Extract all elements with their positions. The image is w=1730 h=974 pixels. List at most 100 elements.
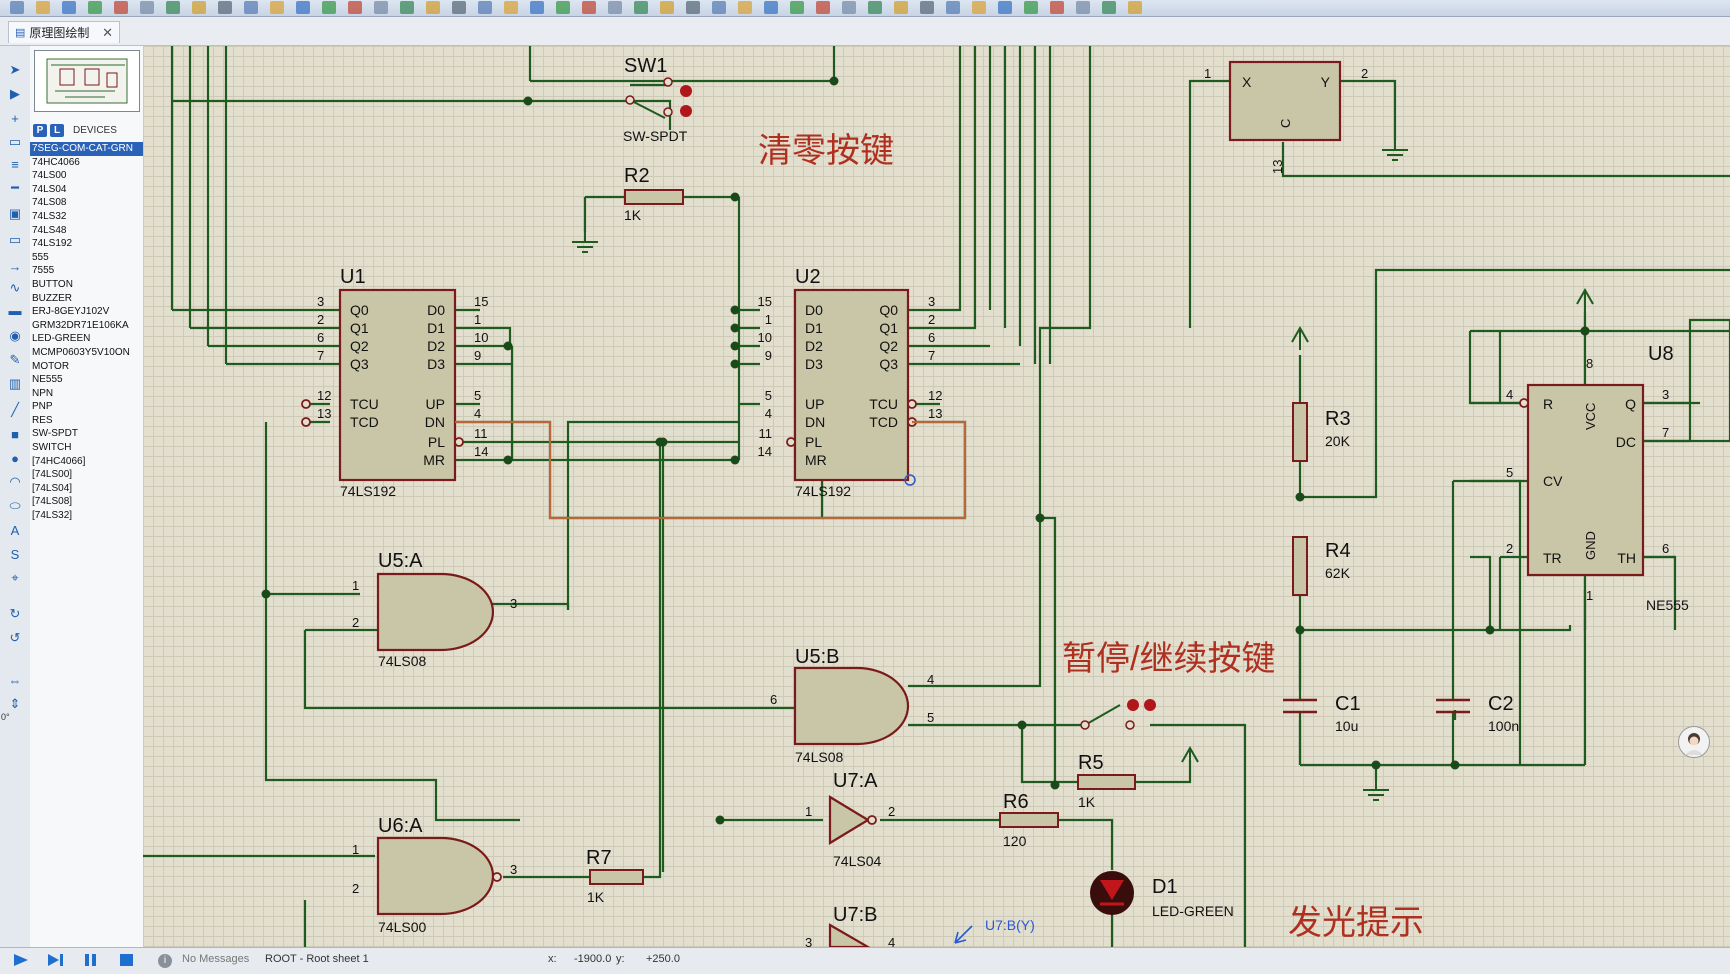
- device-list-item[interactable]: 555: [32, 251, 49, 263]
- toolbar-icon[interactable]: [660, 1, 674, 14]
- marker-icon[interactable]: ⌖: [11, 570, 19, 585]
- toolbar-icon[interactable]: [452, 1, 466, 14]
- toolbar-icon[interactable]: [1076, 1, 1090, 14]
- generator-icon[interactable]: ◉: [9, 328, 21, 343]
- toolbar-icon[interactable]: [868, 1, 882, 14]
- toolbar-icon[interactable]: [504, 1, 518, 14]
- toolbar-icon[interactable]: [790, 1, 804, 14]
- device-list-item[interactable]: BUTTON: [32, 278, 73, 290]
- pick-devices-button[interactable]: P: [33, 123, 47, 137]
- circle-icon[interactable]: ●: [11, 450, 19, 466]
- close-icon[interactable]: ✕: [102, 24, 113, 40]
- toolbar-icon[interactable]: [894, 1, 908, 14]
- toolbar-icon[interactable]: [244, 1, 258, 14]
- graph-icon[interactable]: ∿: [9, 280, 21, 295]
- device-list-item[interactable]: [74LS32]: [32, 510, 73, 522]
- step-icon[interactable]: [46, 952, 64, 968]
- toolbar-icon[interactable]: [322, 1, 336, 14]
- device-list-item[interactable]: [74HC4066]: [32, 455, 86, 467]
- terminal-icon[interactable]: ▭: [8, 232, 22, 247]
- device-list-item[interactable]: 74LS48: [32, 224, 67, 236]
- toolbar-icon[interactable]: [218, 1, 232, 14]
- device-list-item[interactable]: MCMP0603Y5V10ON: [32, 346, 130, 358]
- device-list-item[interactable]: ERJ-8GEYJ102V: [32, 306, 110, 318]
- toolbar-icon[interactable]: [972, 1, 986, 14]
- avatar[interactable]: [1678, 726, 1710, 758]
- junction-icon[interactable]: +: [11, 110, 19, 126]
- text-icon[interactable]: A: [10, 522, 20, 538]
- toolbar-icon[interactable]: [842, 1, 856, 14]
- device-list-item[interactable]: 74HC4066: [32, 156, 80, 168]
- library-manager-button[interactable]: L: [50, 123, 64, 137]
- play-icon[interactable]: [12, 952, 30, 968]
- device-list-item[interactable]: RES: [32, 414, 53, 426]
- device-list-item[interactable]: 74LS04: [32, 183, 67, 195]
- device-list-item[interactable]: 74LS08: [32, 197, 67, 209]
- toolbar-icon[interactable]: [1024, 1, 1038, 14]
- device-list-item[interactable]: 7555: [32, 265, 55, 277]
- box-icon[interactable]: ■: [11, 426, 19, 442]
- toolbar-icon[interactable]: [166, 1, 180, 14]
- toolbar-icon[interactable]: [1102, 1, 1116, 14]
- device-list-item[interactable]: PNP: [32, 401, 53, 413]
- overview-window[interactable]: [34, 50, 140, 112]
- device-list-item[interactable]: 74LS192: [32, 238, 73, 250]
- select-arrow-icon[interactable]: ➤: [9, 62, 21, 77]
- toolbar-icon[interactable]: [296, 1, 310, 14]
- bus-icon[interactable]: ━: [11, 180, 19, 195]
- virtual-instrument-icon[interactable]: ▥: [8, 376, 22, 391]
- device-list-item[interactable]: NE555: [32, 374, 63, 386]
- toolbar-icon[interactable]: [114, 1, 128, 14]
- toolbar-icon[interactable]: [608, 1, 622, 14]
- toolbar-icon[interactable]: [634, 1, 648, 14]
- toolbar-icon[interactable]: [686, 1, 700, 14]
- toolbar-icon[interactable]: [816, 1, 830, 14]
- toolbar-icon[interactable]: [764, 1, 778, 14]
- rotate-ccw-icon[interactable]: ↺: [9, 630, 21, 645]
- toolbar-icon[interactable]: [270, 1, 284, 14]
- symbol-icon[interactable]: S: [10, 546, 20, 562]
- tab-schematic[interactable]: ▤ 原理图绘制 ✕: [8, 21, 120, 43]
- toolbar-icon[interactable]: [1128, 1, 1142, 14]
- wire-label-icon[interactable]: ▭: [8, 134, 22, 149]
- toolbar-icon[interactable]: [426, 1, 440, 14]
- stop-icon[interactable]: [118, 952, 136, 968]
- toolbar-icon[interactable]: [374, 1, 388, 14]
- device-list-item[interactable]: SW-SPDT: [32, 428, 78, 440]
- toolbar-icon[interactable]: [1050, 1, 1064, 14]
- toolbar-icon[interactable]: [400, 1, 414, 14]
- toolbar-icon[interactable]: [998, 1, 1012, 14]
- toolbar-icon[interactable]: [478, 1, 492, 14]
- device-list-item[interactable]: BUZZER: [32, 292, 72, 304]
- toolbar-icon[interactable]: [62, 1, 76, 14]
- messages-status[interactable]: No Messages: [182, 953, 250, 965]
- device-list-item[interactable]: LED-GREEN: [32, 333, 91, 345]
- toolbar-icon[interactable]: [556, 1, 570, 14]
- mirror-y-icon[interactable]: ⇕: [9, 696, 21, 711]
- toolbar-icon[interactable]: [88, 1, 102, 14]
- arc-icon[interactable]: ◠: [9, 474, 21, 489]
- device-list-item[interactable]: GRM32DR71E106KA: [32, 319, 129, 331]
- line-icon[interactable]: ╱: [11, 402, 19, 417]
- toolbar-icon[interactable]: [192, 1, 206, 14]
- tape-icon[interactable]: ▬: [8, 302, 22, 318]
- pause-icon[interactable]: [82, 952, 100, 968]
- probe-icon[interactable]: ✎: [9, 352, 21, 367]
- toolbar-icon[interactable]: [582, 1, 596, 14]
- mirror-x-icon[interactable]: ⇔: [8, 672, 22, 688]
- device-list-item[interactable]: [74LS04]: [32, 482, 73, 494]
- toolbar-icon[interactable]: [530, 1, 544, 14]
- toolbar-icon[interactable]: [36, 1, 50, 14]
- device-list-item[interactable]: 7SEG-COM-CAT-GRN: [30, 142, 143, 156]
- device-list-item[interactable]: 74LS00: [32, 170, 67, 182]
- toolbar-icon[interactable]: [920, 1, 934, 14]
- device-list-item[interactable]: [74LS08]: [32, 496, 73, 508]
- pin-icon[interactable]: →: [8, 258, 22, 274]
- device-list-item[interactable]: NPN: [32, 387, 54, 399]
- device-list-item[interactable]: [74LS00]: [32, 469, 73, 481]
- toolbar-icon[interactable]: [946, 1, 960, 14]
- device-list-item[interactable]: 74LS32: [32, 210, 67, 222]
- device-list-item[interactable]: SWITCH: [32, 442, 72, 454]
- text-script-icon[interactable]: ≡: [11, 156, 19, 172]
